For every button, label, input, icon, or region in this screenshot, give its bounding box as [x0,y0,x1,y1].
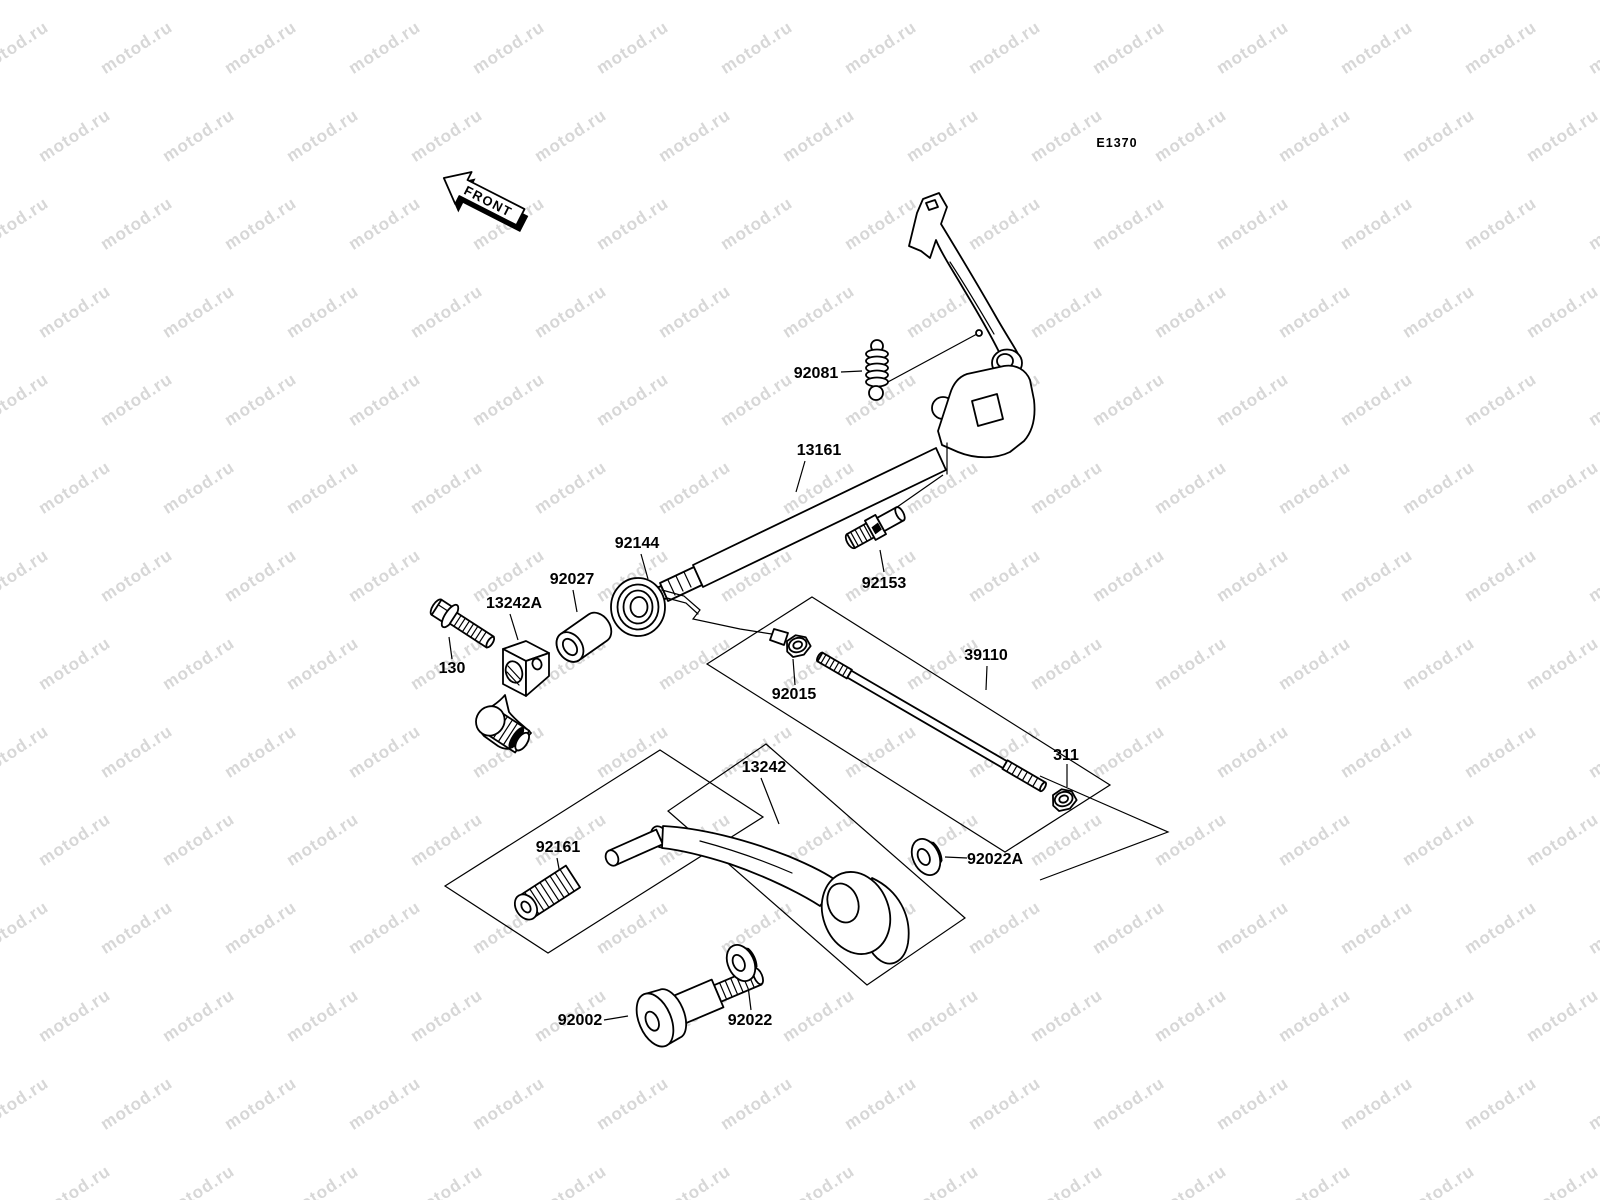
diagram-code: E1370 [1096,136,1137,150]
collar-drawing [555,611,613,663]
torsion-spring-drawing [610,577,789,646]
pin-bolt-drawing [844,506,906,550]
shaft-holder-drawing [475,640,550,754]
flange-bolt-drawing [429,598,496,649]
part-label-92161: 92161 [536,839,581,856]
part-label-92144: 92144 [615,535,660,552]
washer-a-drawing [910,838,943,876]
shift-ratchet-arm-drawing [908,192,1036,475]
part-number-labels: 92081 13161 92144 92027 13242A 130 92153… [439,365,1079,1029]
hex-nut-drawing [1052,788,1078,812]
part-label-92022: 92022 [728,1012,773,1029]
return-spring-drawing [865,339,889,401]
part-label-92002: 92002 [558,1012,603,1029]
part-label-92022A: 92022A [967,851,1023,868]
part-label-13161: 13161 [797,442,842,459]
part-label-311: 311 [1053,747,1079,764]
part-label-39110: 39110 [964,647,1008,664]
part-label-13242: 13242 [742,759,787,776]
front-direction-arrow: FRONT [442,171,529,233]
part-label-130: 130 [439,660,466,677]
part-label-92153: 92153 [862,575,907,592]
leader-lines [448,333,1068,1021]
part-label-92081: 92081 [794,365,839,382]
assembly-group-boxes [443,596,1170,986]
washer-drawing [725,944,758,982]
part-label-92027: 92027 [550,571,595,588]
pedal-rubber-drawing [513,864,581,921]
part-label-92015: 92015 [772,686,817,703]
tie-rod-drawing [816,651,1047,793]
shift-pedal-drawing [604,825,910,965]
lock-nut-drawing [786,634,812,658]
part-label-13242A: 13242A [486,595,542,612]
